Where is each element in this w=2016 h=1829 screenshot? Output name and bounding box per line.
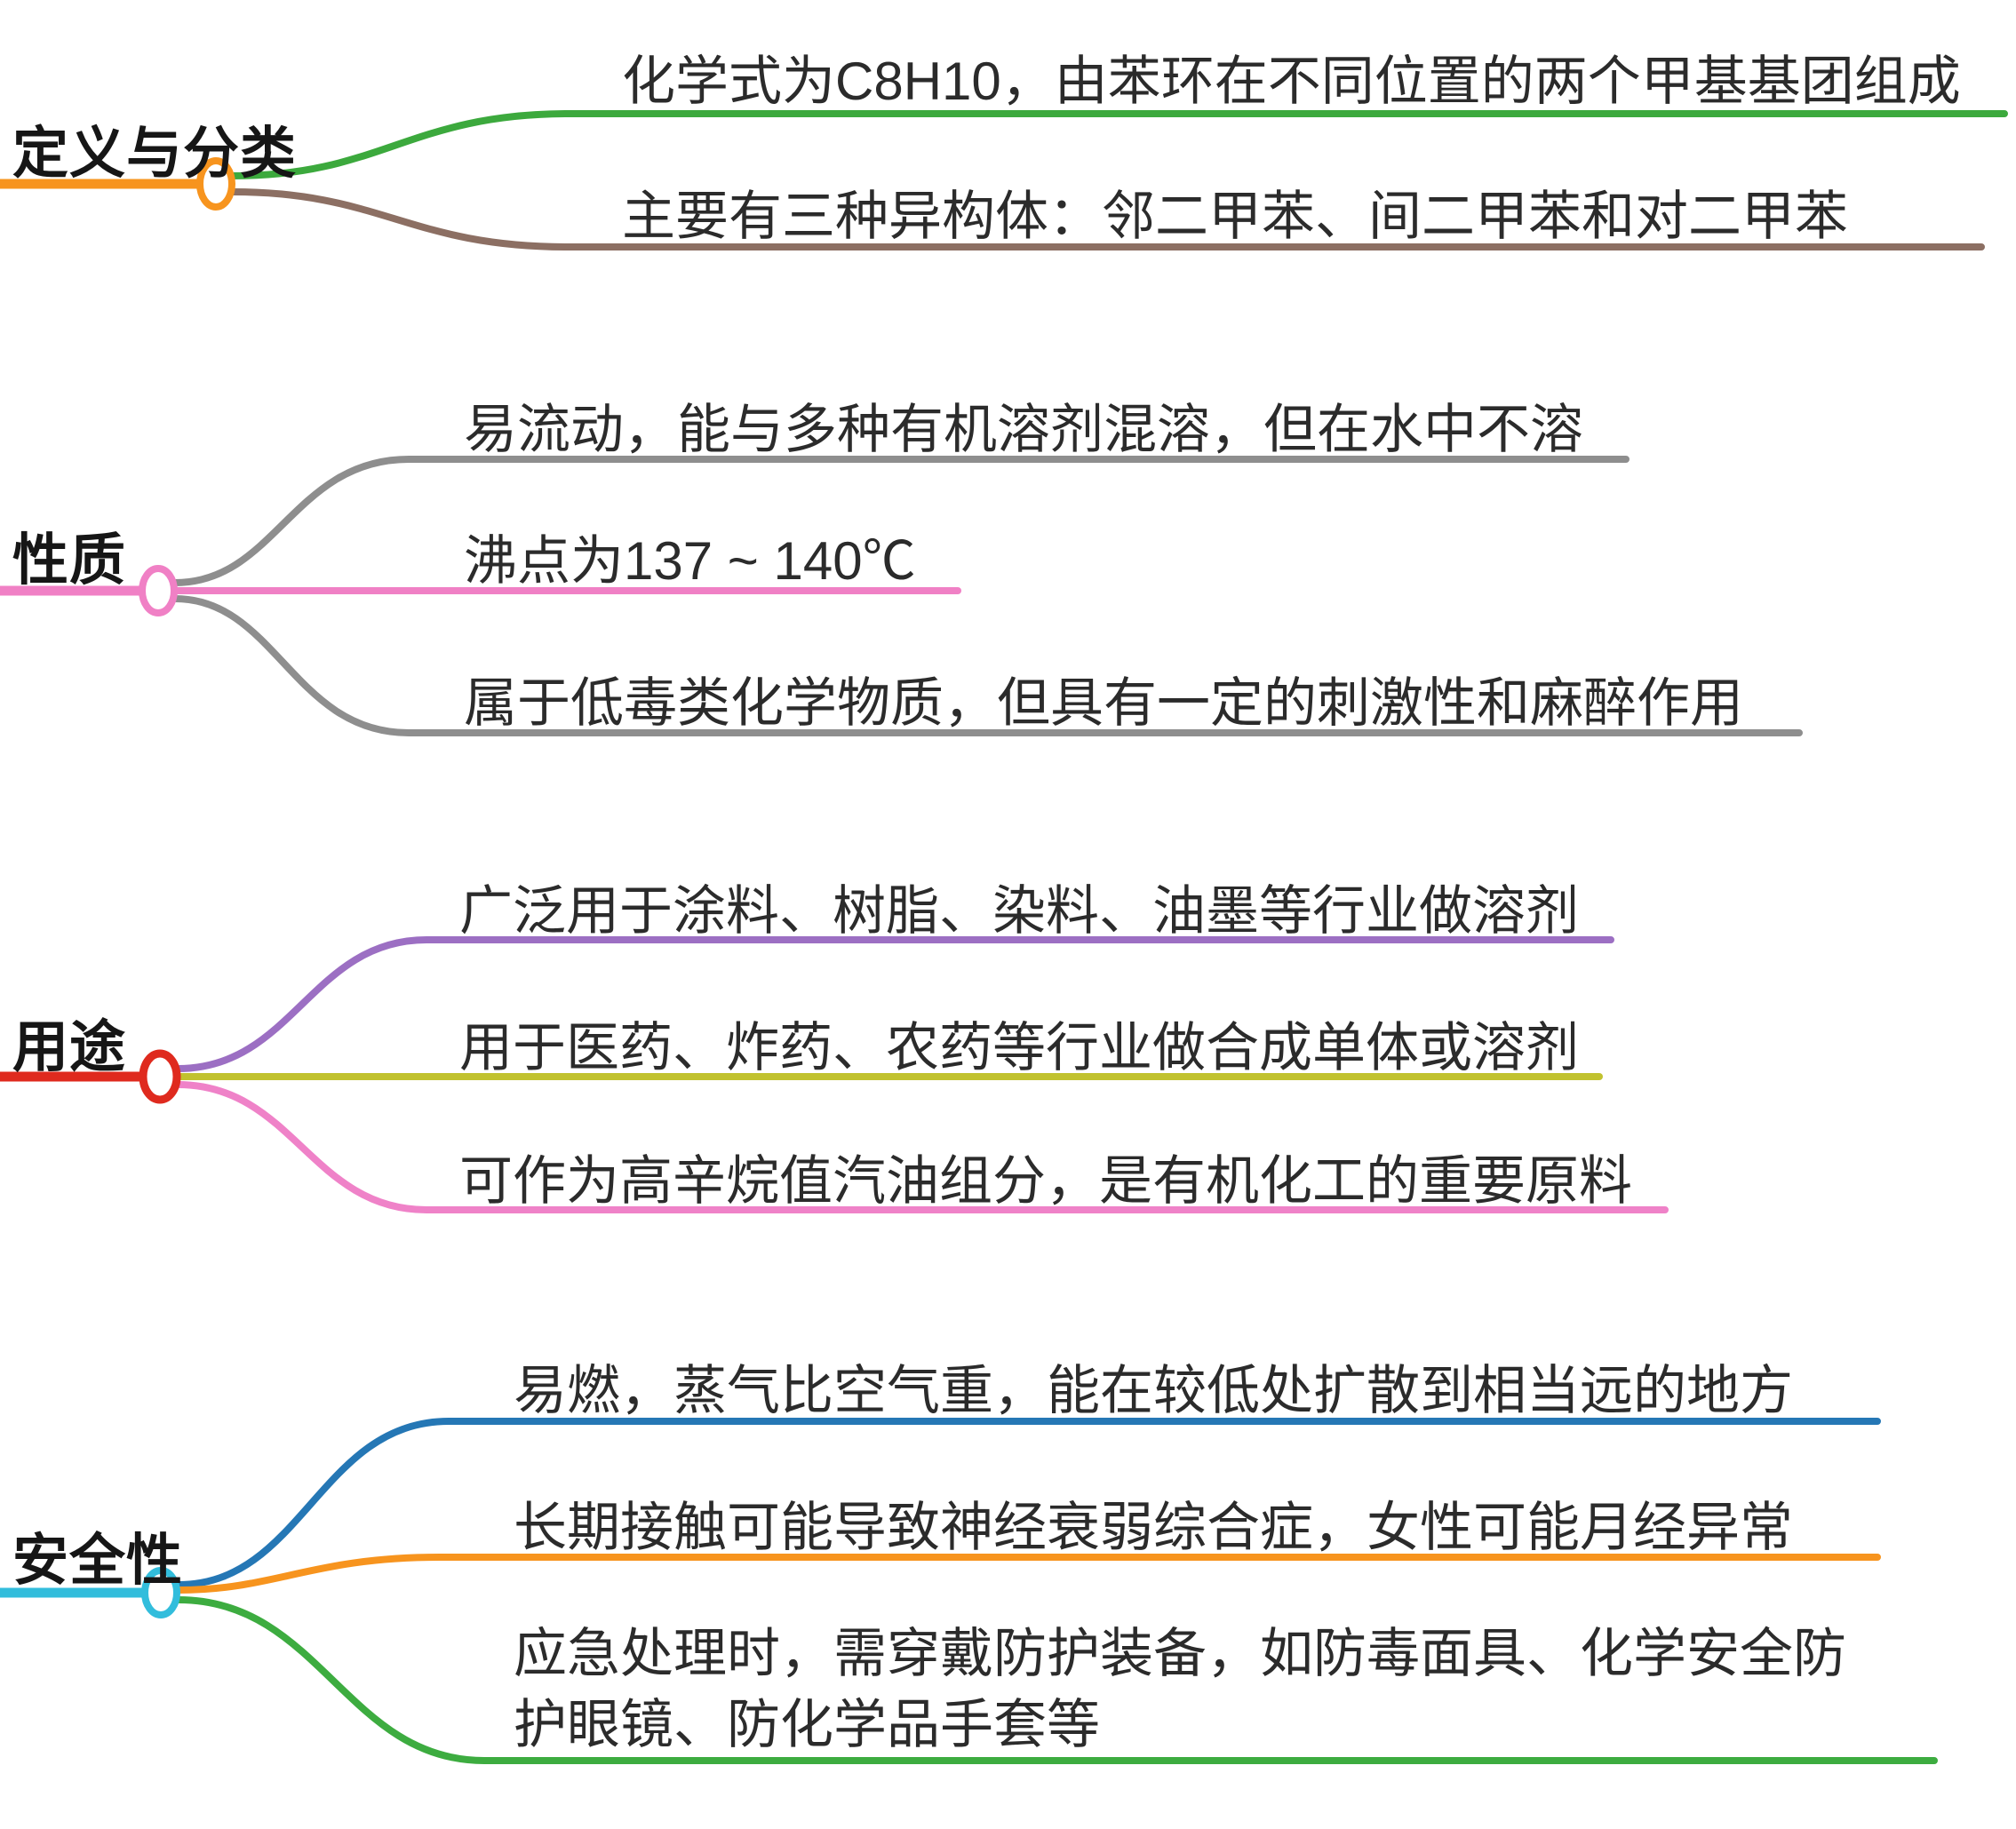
subtopic-text[interactable]: 易燃，蒸气比空气重，能在较低处扩散到相当远的地方 [514,1361,1793,1420]
branch-curve-line [171,456,1630,586]
topic-properties[interactable]: 性质 [12,529,126,592]
topic-definition-classification[interactable]: 定义与分类 [12,123,297,185]
branch-curve-line [174,936,1614,1072]
subtopic-text[interactable]: 可作为高辛烷值汽油组分，是有机化工的重要原料 [459,1151,1632,1211]
branch-curve-line [175,1418,1881,1588]
topic-uses[interactable]: 用途 [12,1016,126,1078]
subtopic-text[interactable]: 广泛用于涂料、树脂、染料、油墨等行业做溶剂 [459,881,1579,941]
branch-curve-line [229,188,1985,250]
branch-curve-line [175,1596,1938,1764]
branch-node-toggle[interactable] [196,157,235,211]
branch-node-toggle[interactable] [139,1049,181,1104]
subtopic-text[interactable]: 易流动，能与多种有机溶剂混溶，但在水中不溶 [464,400,1583,459]
subtopic-text[interactable]: 沸点为137 ~ 140℃ [464,531,916,591]
subtopic-text[interactable]: 属于低毒类化学物质，但具有一定的刺激性和麻醉作用 [464,673,1743,733]
topic-safety[interactable]: 安全性 [12,1530,183,1592]
subtopic-text[interactable]: 用于医药、炸药、农药等行业做合成单体或溶剂 [459,1018,1579,1078]
branch-curve-line [174,1081,1669,1213]
subtopic-text[interactable]: 长期接触可能导致神经衰弱综合症，女性可能月经异常 [514,1498,1793,1557]
subtopic-text[interactable]: 应急处理时，需穿戴防护装备，如防毒面具、化学安全防 护眼镜、防化学品手套等 [514,1624,1846,1754]
subtopic-text[interactable]: 主要有三种异构体：邻二甲苯、间二甲苯和对二甲苯 [622,187,1848,246]
subtopic-text[interactable]: 化学式为C8H10，由苯环在不同位置的两个甲基基团组成 [622,52,1961,111]
branch-node-toggle[interactable] [141,1567,180,1618]
branch-node-toggle[interactable] [139,565,178,616]
branch-curve-line [171,595,1803,736]
branch-curve-line [229,110,2008,179]
branch-curve-line [175,1554,1881,1594]
